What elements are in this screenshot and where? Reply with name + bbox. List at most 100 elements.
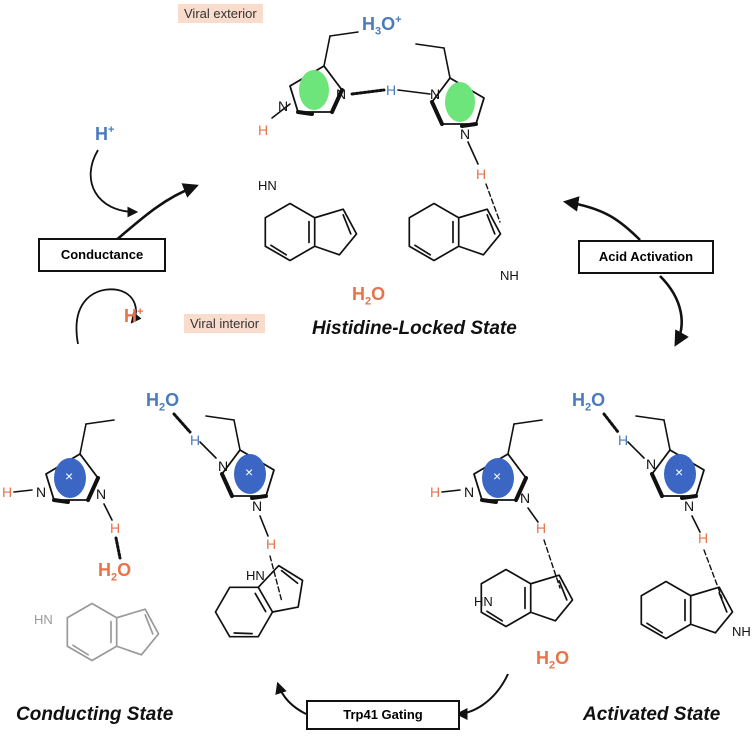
proton-in-label: H+ bbox=[95, 124, 115, 144]
his-right-double-bond-2 bbox=[460, 122, 478, 128]
his-left-nh-bond bbox=[271, 103, 291, 119]
cond-his-right-double-bond bbox=[220, 472, 234, 498]
his-right-nh-bond bbox=[467, 141, 479, 165]
trp41-arrow-out bbox=[275, 681, 307, 715]
act-left-nh bbox=[441, 489, 461, 493]
water-label-conducting-b: H2O bbox=[98, 560, 132, 584]
trp-top-right bbox=[408, 202, 502, 262]
act-trp-right-pyrrole bbox=[689, 586, 734, 634]
act-trp-right-pyrrole-double bbox=[718, 592, 728, 613]
cond-his-left-n3: N bbox=[96, 486, 107, 502]
act-trp-right-benzene-double-2 bbox=[646, 622, 664, 634]
proton-uptake-arrow bbox=[89, 149, 139, 218]
act-trp-left-benzene-double-2 bbox=[486, 610, 504, 622]
cation-pi-top bbox=[485, 183, 501, 223]
cond-trp-left bbox=[66, 602, 160, 662]
act-his-left-h: H bbox=[430, 484, 441, 500]
cond-his-left-h: H bbox=[2, 484, 13, 500]
cond-his-left-n1: N bbox=[36, 484, 47, 500]
his-right-h-bond bbox=[397, 89, 431, 95]
cond-his-right-ring bbox=[221, 449, 275, 497]
activated-title: Activated State bbox=[583, 704, 721, 725]
act-his-right-ethyl-a bbox=[663, 419, 671, 451]
his-left-n1: N bbox=[278, 98, 289, 114]
act-his-left-double-bond-2 bbox=[480, 498, 498, 504]
act-trp-right-nh: NH bbox=[732, 624, 751, 639]
act-his-right-charge-ellipse bbox=[664, 454, 696, 494]
trp41-arrow-in bbox=[455, 673, 509, 720]
act-his-left-ethyl-b bbox=[513, 419, 543, 425]
act-right-nh bbox=[627, 441, 645, 459]
cond-trp-right-pyrrole bbox=[257, 564, 304, 613]
cond-trp-left-pyrrole bbox=[115, 608, 160, 656]
act-right-nh-2 bbox=[691, 515, 701, 533]
act-his-left-double-bond bbox=[514, 476, 528, 502]
his-left-ethyl-b bbox=[329, 31, 359, 37]
cond-trp-left-benzene-double-2 bbox=[72, 644, 90, 656]
act-his-right-plus-sign: × bbox=[675, 464, 684, 480]
cond-his-left-charge-ellipse bbox=[54, 458, 86, 498]
act-his-right-n1: N bbox=[646, 456, 657, 472]
water-label-activated-a: H2O bbox=[572, 390, 606, 414]
his-left-ring bbox=[289, 65, 343, 113]
cond-hbond-water-top bbox=[172, 412, 192, 434]
act-trp-left-pyrrole bbox=[529, 574, 574, 622]
his-right-h: H bbox=[476, 166, 487, 182]
cond-trp-right-benzene-double-2 bbox=[233, 632, 253, 635]
cond-trp-left-nh: HN bbox=[34, 612, 53, 627]
acid-activation-in-arrow bbox=[562, 196, 641, 241]
act-his-left-n1: N bbox=[464, 484, 475, 500]
cond-trp-right-pyrrole-double bbox=[280, 569, 299, 585]
cond-trp-right-benzene bbox=[214, 586, 274, 638]
act-his-left-ring bbox=[473, 453, 527, 501]
cond-his-right-n1: N bbox=[218, 458, 229, 474]
water-label-conducting-a: H2O bbox=[146, 390, 180, 414]
his-right-n1: N bbox=[430, 86, 441, 102]
his-right-ethyl-b bbox=[415, 43, 445, 49]
acid-activation-box: Acid Activation bbox=[578, 240, 714, 274]
bridging-h: H bbox=[386, 82, 397, 98]
his-left-green-ellipse bbox=[299, 70, 329, 110]
act-hbond-water bbox=[602, 412, 620, 434]
act-his-left-n3: N bbox=[520, 490, 531, 506]
cond-his-right-n3: N bbox=[252, 498, 263, 514]
act-left-h2: H bbox=[536, 520, 547, 536]
water-label-activated-b: H2O bbox=[536, 648, 570, 672]
act-trp-right-benzene bbox=[640, 580, 692, 640]
water-label-top: H2O bbox=[352, 284, 386, 308]
cond-left-nh-2 bbox=[103, 503, 113, 521]
act-trp-left-nh: HN bbox=[474, 594, 493, 609]
act-his-right-ethyl-b bbox=[635, 415, 665, 421]
cond-his-left-double-bond-2 bbox=[52, 498, 70, 504]
cond-his-left-ethyl-b bbox=[85, 419, 115, 425]
cond-trp-left-pyrrole-double bbox=[144, 614, 154, 635]
cond-his-left-ethyl-a bbox=[79, 423, 87, 455]
act-his-left-ethyl-a bbox=[507, 423, 515, 455]
cond-his-right-double-bond-2 bbox=[250, 494, 268, 500]
trp-top-left-pyrrole bbox=[313, 208, 358, 256]
hydronium-label: H3O+ bbox=[362, 14, 402, 38]
his-right-n3: N bbox=[460, 126, 471, 142]
cond-trp-right bbox=[214, 564, 304, 638]
act-right-h2: H bbox=[698, 530, 709, 546]
his-left-ethyl-a bbox=[323, 35, 331, 67]
his-left-double-bond-2 bbox=[296, 110, 314, 116]
act-trp-left-pyrrole-double bbox=[558, 580, 568, 601]
trp-top-right-nh: NH bbox=[500, 268, 519, 283]
cond-his-left-plus-sign: × bbox=[65, 468, 74, 484]
act-his-right-n3: N bbox=[684, 498, 695, 514]
cond-his-left-ring bbox=[45, 453, 99, 501]
histidine-locked-title: Histidine-Locked State bbox=[312, 318, 517, 339]
cond-his-left-double-bond bbox=[86, 476, 100, 502]
cond-right-nh bbox=[199, 441, 217, 459]
trp41-gating-box: Trp41 Gating bbox=[306, 700, 460, 730]
trp-top-right-pyrrole-double bbox=[486, 214, 496, 235]
trp-top-right-benzene-double-2 bbox=[414, 244, 432, 256]
trp-top-left-nh: HN bbox=[258, 178, 277, 193]
act-his-right-double-bond bbox=[650, 472, 664, 498]
act-trp-left bbox=[480, 568, 574, 628]
cond-right-nh-2 bbox=[259, 515, 269, 537]
cond-hbond-water bbox=[114, 536, 122, 560]
